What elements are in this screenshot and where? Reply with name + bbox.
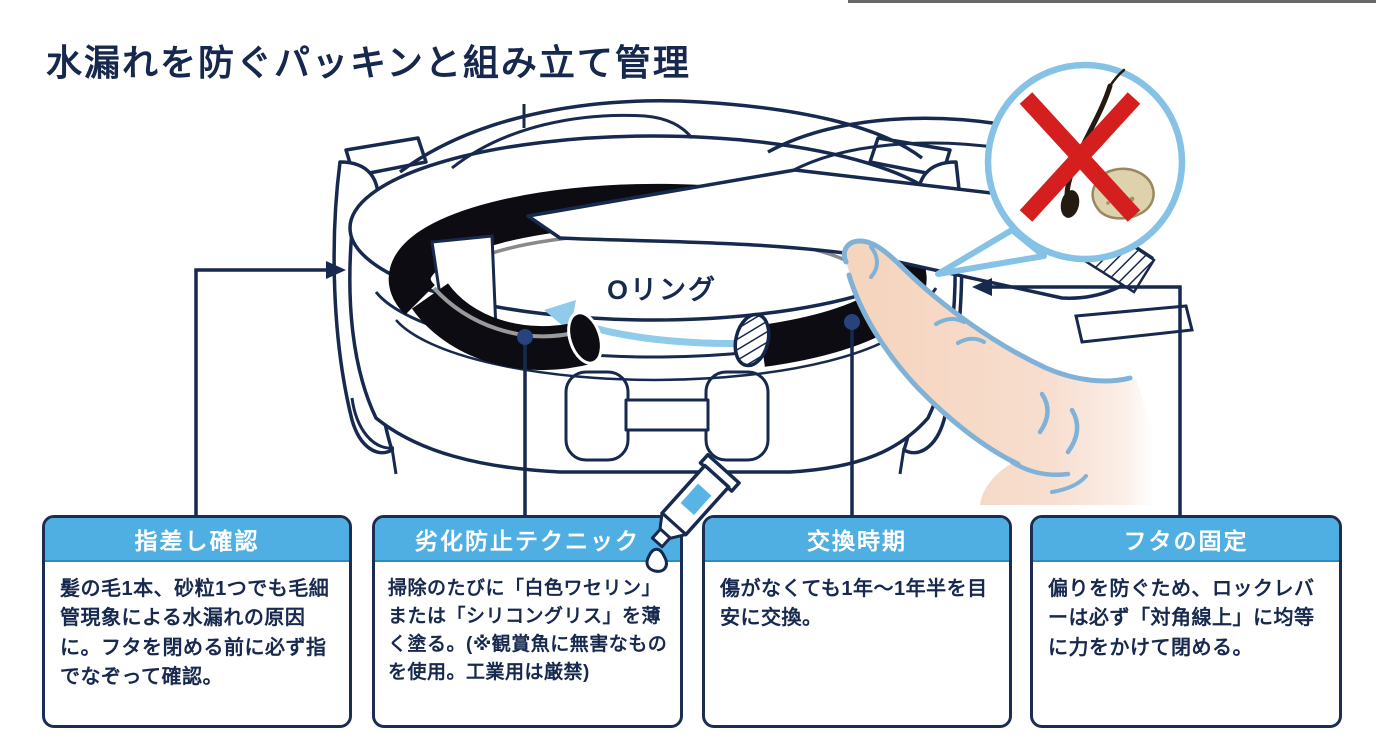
- lock-lever-right: [868, 136, 964, 475]
- leader-box4: [988, 285, 1182, 516]
- info-box-body: 偏りを防ぐため、ロックレバーは必ず「対角線上」に均等に力をかけて閉める。: [1048, 578, 1315, 659]
- lock-lever-left: [332, 136, 428, 475]
- info-box-pointing-check: 指差し確認 髪の毛1本、砂粒1つでも毛細管現象による水漏れの原因に。フタを閉める…: [42, 515, 352, 728]
- lid-dome-arcs: [398, 99, 1072, 177]
- canister-feet: [564, 370, 770, 462]
- callout-dot-left: [517, 329, 533, 345]
- info-box-lid-fixing: フタの固定 偏りを防ぐため、ロックレバーは必ず「対角線上」に均等に力をかけて閉め…: [1030, 515, 1342, 728]
- info-box-header: フタの固定: [1033, 518, 1339, 562]
- o-ring-cut-end-right: [733, 312, 771, 368]
- arrowhead-left: [326, 261, 346, 279]
- info-box-body: 掃除のたびに「白色ワセリン」または「シリコングリス」を薄く塗る。(※観賞魚に無害…: [388, 578, 668, 683]
- canister-lid-drawing: [332, 99, 1072, 475]
- hair-icon: [1060, 68, 1126, 218]
- arrowhead-right: [972, 278, 992, 296]
- pointing-hand-icon: [841, 238, 1152, 505]
- info-box-body: 傷がなくても1年〜1年半を目安に交換。: [720, 578, 988, 630]
- canister-body: [348, 228, 957, 474]
- leader-lines: [194, 268, 1182, 516]
- lid-wedge: [526, 168, 1154, 300]
- warning-bubble: [935, 61, 1186, 277]
- info-box-replacement-time: 交換時期 傷がなくても1年〜1年半を目安に交換。: [702, 515, 1012, 728]
- top-edge-artifact-strip: [848, 0, 1376, 3]
- red-x-icon: [1019, 92, 1141, 222]
- collar-rim: [348, 134, 958, 322]
- info-box-body: 髪の毛1本、砂粒1つでも毛細管現象による水漏れの原因に。フタを閉める前に必ず指で…: [60, 578, 330, 689]
- rotation-arrow-icon: [544, 235, 923, 347]
- info-box-header: 指差し確認: [45, 518, 349, 562]
- o-ring-cut-end-left: [567, 311, 603, 365]
- lid-tab: [1074, 304, 1194, 344]
- lid-cut-hatch: [1050, 204, 1156, 294]
- leader-box1: [194, 268, 330, 516]
- page-title: 水漏れを防ぐパッキンと組み立て管理: [46, 42, 691, 83]
- info-box-anti-deterioration: 劣化防止テクニック 掃除のたびに「白色ワセリン」または「シリコングリス」を薄く塗…: [372, 515, 683, 728]
- callout-dot-right: [844, 314, 860, 330]
- o-ring: [388, 168, 1194, 371]
- sand-grain-icon: [1091, 167, 1155, 220]
- collar-step: [430, 234, 498, 338]
- info-box-header: 交換時期: [705, 518, 1009, 562]
- o-ring-label: Oリング: [607, 274, 717, 305]
- info-box-header: 劣化防止テクニック: [375, 518, 680, 562]
